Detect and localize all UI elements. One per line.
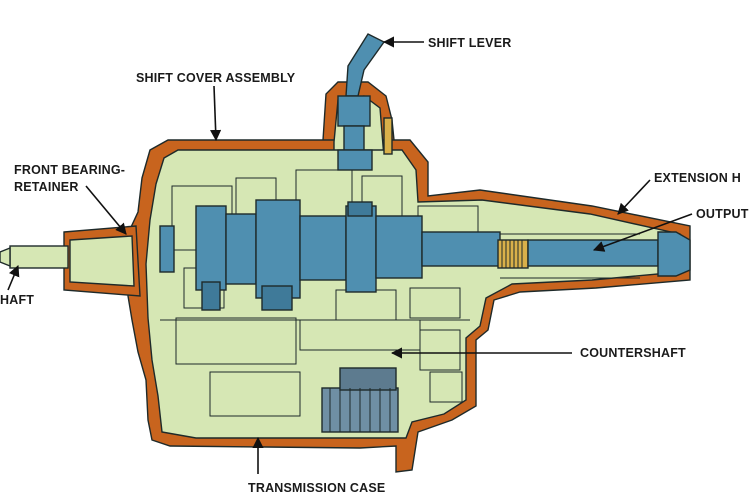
leader-front-bearing: [85, 185, 127, 235]
shift-lever: [337, 33, 386, 171]
label-output-shaft: OUTPUT: [696, 207, 749, 221]
label-front-bearing-line2: RETAINER: [14, 180, 79, 194]
label-front-bearing-line1: FRONT BEARING-: [14, 163, 125, 177]
labels: SHIFT LEVER SHIFT COVER ASSEMBLY FRONT B…: [0, 36, 749, 495]
leader-output-shaft: [592, 213, 693, 252]
label-transmission-case: TRANSMISSION CASE: [248, 481, 385, 495]
shift-fork-small: [383, 117, 393, 155]
countershaft-gear: [321, 367, 399, 433]
label-extension-housing: EXTENSION H: [654, 171, 741, 185]
label-shift-lever: SHIFT LEVER: [428, 36, 511, 50]
label-shift-cover-assembly: SHIFT COVER ASSEMBLY: [136, 71, 296, 85]
label-countershaft: COUNTERSHAFT: [580, 346, 686, 360]
mainshaft-assembly: [0, 199, 691, 311]
leader-input-shaft: [7, 264, 20, 291]
leader-shift-cover: [210, 85, 222, 142]
label-input-shaft: HAFT: [0, 293, 34, 307]
leader-lines: [7, 36, 693, 474]
leader-extension-housing: [617, 179, 651, 215]
